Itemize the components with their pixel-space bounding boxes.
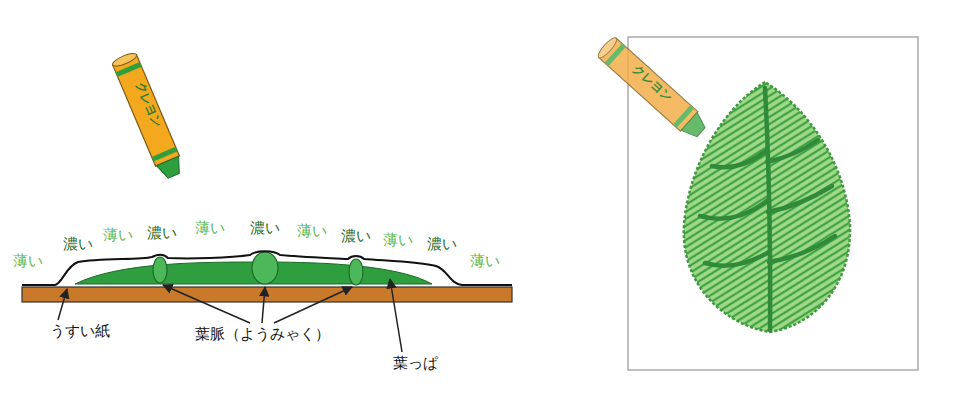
dark-label: 濃い [427, 236, 457, 253]
light-label: 薄い [297, 223, 327, 240]
dark-label: 濃い [147, 225, 177, 242]
leader-line [274, 287, 352, 323]
leader-line [58, 289, 67, 320]
thin-paper [22, 251, 512, 285]
part-name: 葉脈（ようみゃく） [195, 326, 330, 343]
leader-line [262, 287, 265, 323]
dark-label: 濃い [250, 220, 280, 237]
light-label: 薄い [103, 227, 133, 244]
vein [153, 257, 167, 283]
light-label: 薄い [195, 220, 225, 237]
crayon [596, 36, 710, 142]
dark-label: 濃い [341, 228, 371, 245]
leader-line [390, 279, 402, 352]
light-label: 薄い [13, 253, 43, 270]
board [22, 287, 512, 302]
vein [349, 259, 363, 285]
leader-line [163, 285, 250, 323]
rubbing-frame [628, 37, 918, 370]
crayon [111, 51, 186, 181]
leaf-veins [700, 88, 835, 330]
light-label: 薄い [383, 232, 413, 249]
dark-label: 濃い [63, 236, 93, 253]
light-label: 薄い [470, 253, 500, 270]
part-name: うすい紙 [50, 323, 110, 340]
part-name: 葉っぱ [393, 355, 438, 372]
leaf-rubbing [684, 82, 850, 332]
vein [252, 252, 278, 284]
